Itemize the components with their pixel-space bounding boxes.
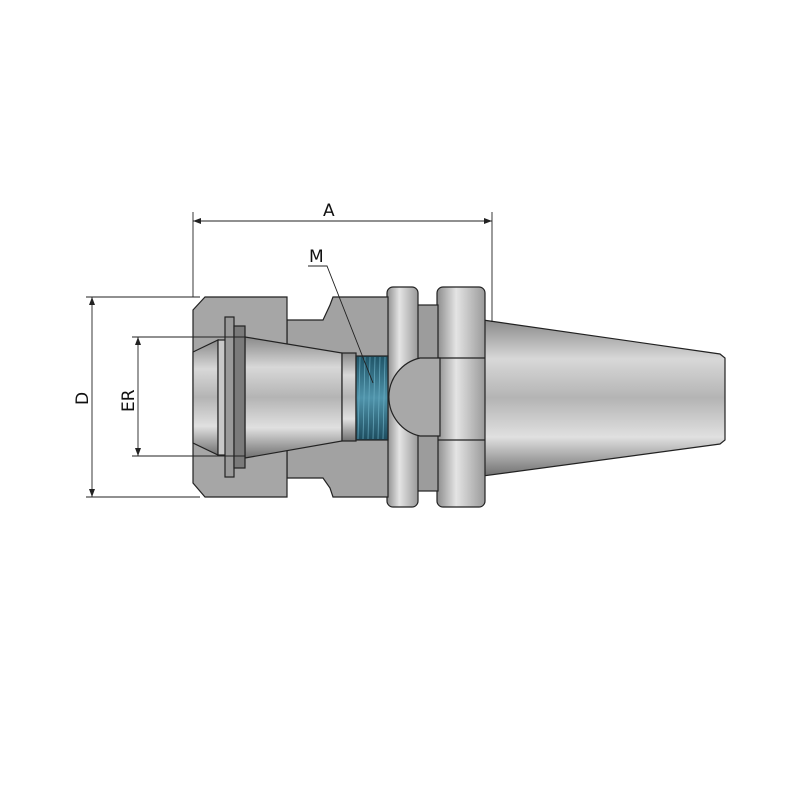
label-ER: ER bbox=[119, 389, 139, 412]
snap-ring bbox=[224, 316, 235, 478]
drive-key bbox=[388, 357, 441, 437]
M-leader bbox=[308, 265, 374, 384]
label-A: A bbox=[323, 201, 335, 221]
label-M: M bbox=[309, 247, 324, 267]
taper-shank bbox=[482, 319, 726, 477]
label-D: D bbox=[73, 392, 93, 405]
thread-M bbox=[355, 355, 389, 441]
nut-opening bbox=[192, 339, 219, 456]
collet-bore bbox=[244, 336, 343, 459]
flange-rear bbox=[436, 286, 486, 508]
